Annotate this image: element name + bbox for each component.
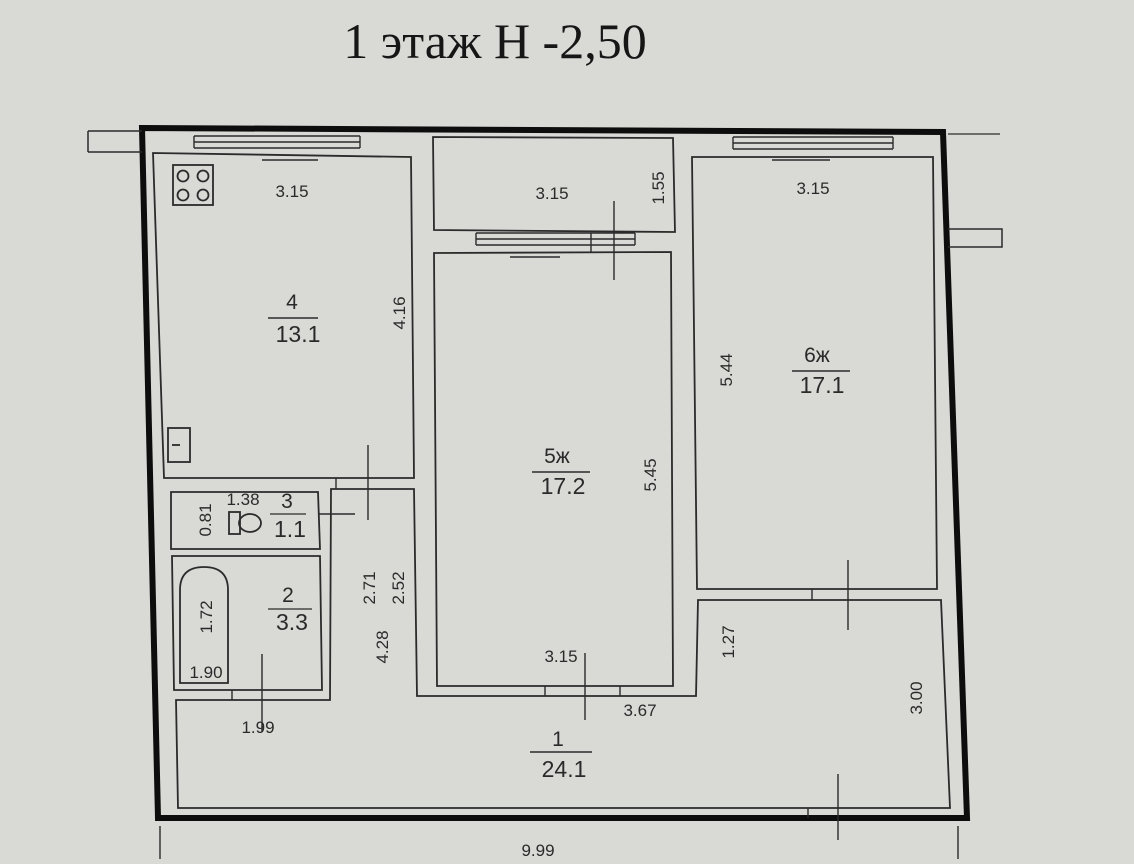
plan-title: 1 этаж Н -2,50 — [343, 13, 647, 69]
room-5-area: 17.2 — [541, 473, 586, 499]
dim-bath-depth: 1.72 — [197, 600, 216, 633]
dimension-labels: 3.15 4.16 3.15 1.55 3.15 5.44 5.45 3.15 … — [189, 171, 926, 860]
dim-wc-depth: 0.81 — [196, 503, 215, 536]
dim-kitchen-depth: 4.16 — [390, 296, 409, 329]
dim-kitchen-width: 3.15 — [275, 182, 308, 201]
room-3-walls — [170, 491, 321, 550]
doors — [231, 445, 849, 840]
stove-icon — [172, 164, 214, 206]
dim-balcony-width: 3.15 — [535, 184, 568, 203]
sink-icon — [167, 427, 191, 463]
dim-room5-depth: 5.45 — [641, 458, 660, 491]
dim-hall-mid-width: 3.67 — [623, 701, 656, 720]
balcony-walls — [432, 136, 676, 233]
dim-hall-right-height: 3.00 — [907, 681, 926, 714]
dim-hall-upper: 2.71 — [360, 571, 379, 604]
room-4-walls — [152, 152, 415, 479]
dim-total-width: 9.99 — [521, 841, 554, 859]
room-3-number: 3 — [281, 490, 293, 513]
outer-wall — [138, 124, 971, 821]
dim-hall-corridor: 2.52 — [389, 571, 408, 604]
room-5-walls — [433, 251, 674, 687]
toilet-icon — [228, 511, 262, 535]
dim-room6-depth: 5.44 — [717, 353, 736, 386]
dim-room5-bottom: 3.15 — [544, 647, 577, 666]
dim-room6-width: 3.15 — [796, 179, 829, 198]
dim-hall-left-depth: 4.28 — [373, 630, 392, 663]
dim-wc-width: 1.38 — [226, 490, 259, 509]
room-5-number: 5ж — [544, 445, 570, 468]
room-4-area: 13.1 — [276, 321, 321, 347]
dim-bath-width: 1.90 — [189, 663, 222, 682]
room-6-number: 6ж — [804, 344, 830, 367]
bathtub-icon — [179, 566, 229, 684]
room-6-walls — [691, 156, 938, 590]
room-labels: 4 13.1 5ж 17.2 6ж 17.1 3 1.1 2 3.3 1 24.… — [268, 291, 850, 782]
room-1-area: 24.1 — [542, 756, 587, 782]
room-2-area: 3.3 — [276, 609, 308, 635]
room-6-area: 17.1 — [800, 372, 845, 398]
dim-balcony-depth: 1.55 — [649, 171, 668, 204]
dim-hall-lower-width: 1.99 — [241, 718, 274, 737]
windows — [193, 135, 894, 280]
room-1-number: 1 — [552, 728, 564, 751]
room-4-number: 4 — [286, 291, 298, 314]
room-2-walls — [171, 555, 323, 691]
dim-hall-right-depth: 1.27 — [719, 625, 738, 658]
room-2-number: 2 — [282, 584, 294, 607]
room-3-area: 1.1 — [274, 516, 306, 542]
room-1-walls — [175, 488, 951, 809]
